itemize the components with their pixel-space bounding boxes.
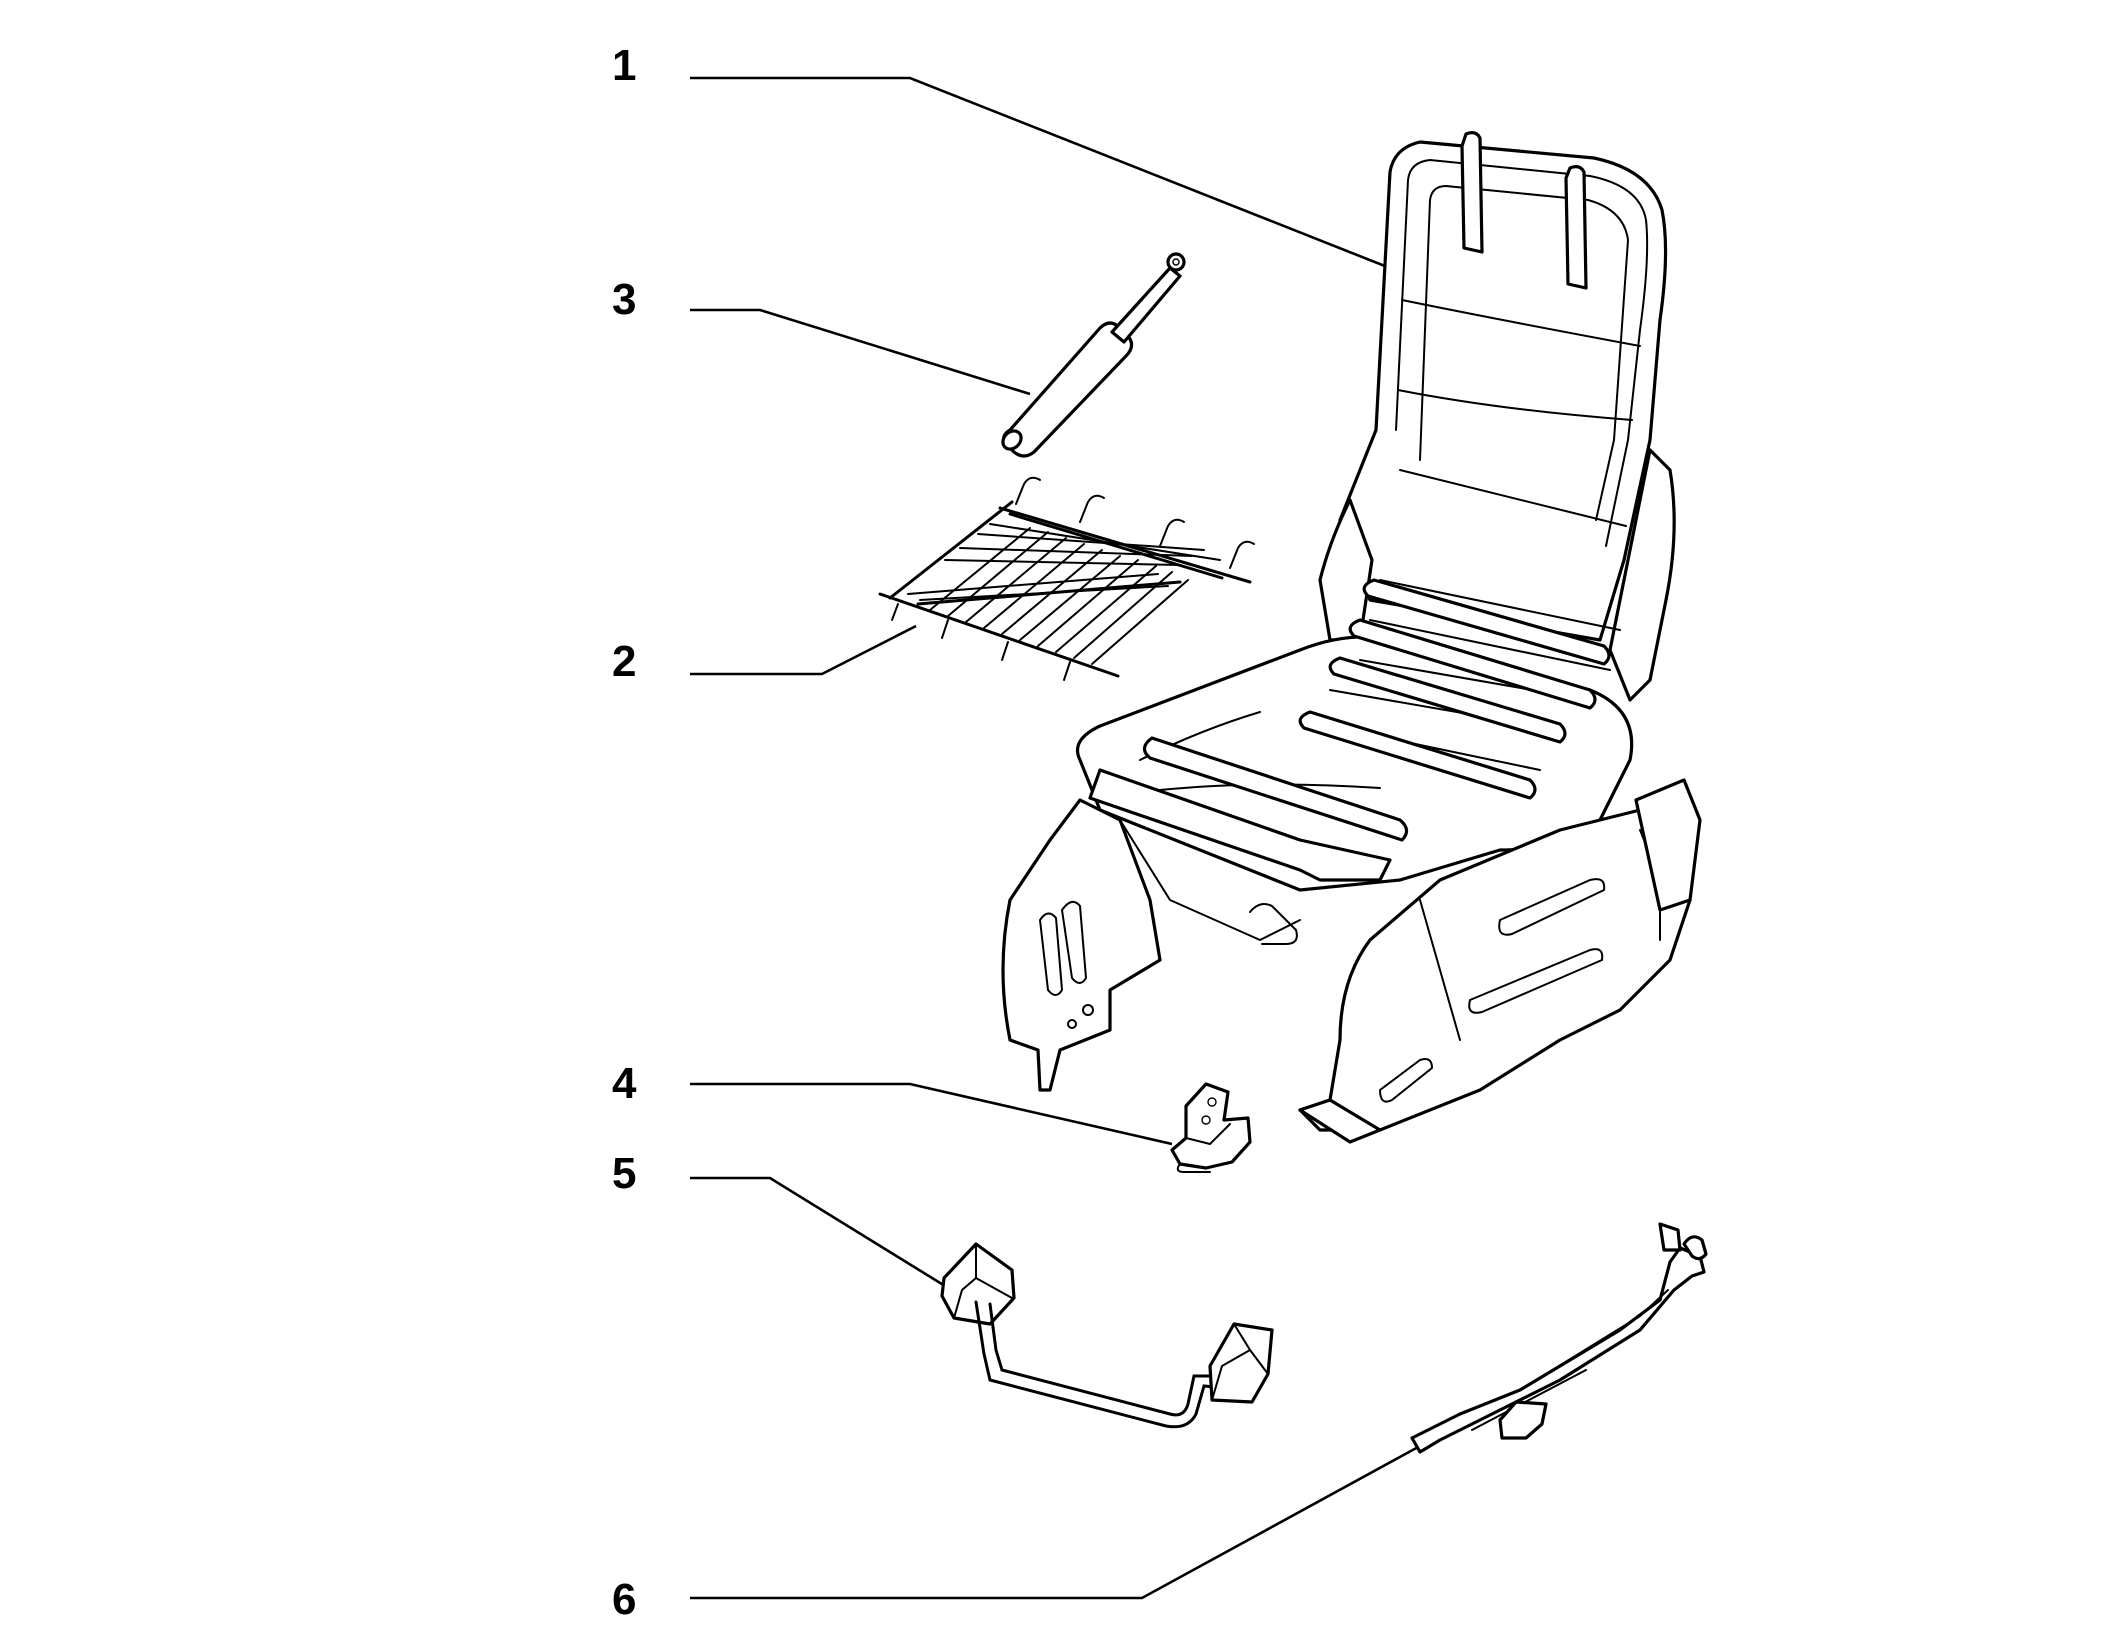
bracket-icon: [1170, 1082, 1252, 1173]
callout-5-number: 5: [612, 1149, 636, 1198]
callout-4-number: 4: [612, 1059, 637, 1108]
seat-frame-icon: [1001, 131, 1702, 1144]
callout-1-leader: [690, 76, 1401, 274]
callout-6-leader: [690, 1444, 1421, 1600]
callout-3-number: 3: [612, 275, 636, 324]
callout-4-leader: [690, 1082, 1173, 1146]
callout-3-leader: [690, 308, 1031, 396]
gas-strut-icon: [1001, 252, 1186, 458]
spring-mat-icon: [878, 476, 1255, 681]
seat-rail-icon: [1410, 1222, 1708, 1454]
callout-2-leader: [690, 624, 917, 676]
weight-sensor-cable-icon: [940, 1242, 1274, 1429]
callout-6-number: 6: [612, 1575, 636, 1624]
callout-1-number: 1: [612, 41, 636, 90]
callout-2-number: 2: [612, 637, 636, 686]
callout-5-leader: [690, 1176, 959, 1296]
